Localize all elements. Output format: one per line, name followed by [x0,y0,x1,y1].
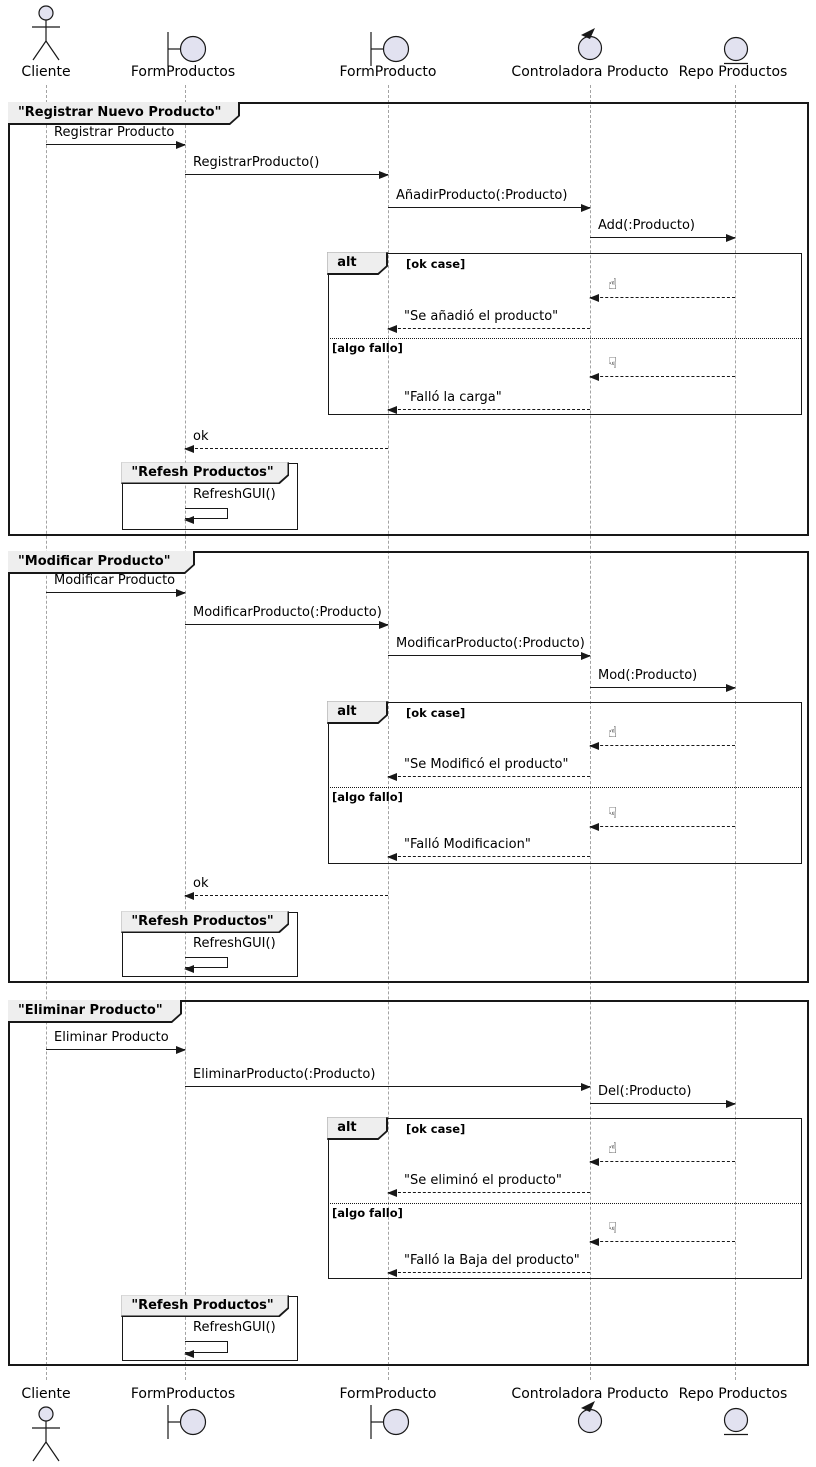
return-message: "Falló Modificacion" [387,835,590,861]
lifeline-formproducto [388,85,389,1380]
return-message: ok [184,427,388,453]
lifeline-repo [735,85,736,1380]
guard-ok-case: [ok case] [406,257,466,271]
fragment-title: "Eliminar Producto" [18,1002,163,1018]
participant-label: FormProductos [130,1386,236,1402]
thumbs-up-icon: ☝ [608,1139,618,1157]
alt-operator: alt [337,703,357,719]
control-icon [577,1401,603,1434]
alt-operator: alt [337,254,357,270]
thumbs-down-icon: ☟ [608,354,618,372]
return-message: ☝ [589,723,735,750]
message: AñadirProducto(:Producto) [388,186,591,212]
message: ModificarProducto(:Producto) [185,603,389,629]
message: Add(:Producto) [590,216,736,242]
self-message-arrow [184,1341,228,1358]
self-message-label: RefreshGUI() [193,1320,276,1335]
fragment-header: "Registrar Nuevo Producto" [8,102,240,125]
fragment-modificar-producto: "Modificar Producto" [8,551,809,983]
lifeline-formproductos [185,85,186,1380]
return-message: "Se Modificó el producto" [387,755,590,781]
participant-label: Controladora Producto [511,64,669,80]
group-header: "Refesh Productos" [121,911,289,933]
participant-label: FormProducto [339,1386,437,1402]
self-message-arrow [184,508,228,524]
guard-algo-fallo: [algo fallo] [332,1206,403,1220]
group-refresh-productos: "Refesh Productos" [122,912,298,977]
group-title: "Refesh Productos" [131,1297,274,1313]
entity-icon [723,1407,749,1436]
alt-fragment: alt [328,1118,802,1279]
return-message: "Se eliminó el producto" [387,1171,590,1197]
alt-header: alt [327,701,388,724]
group-refresh-productos: "Refesh Productos" [122,463,298,530]
message: ModificarProducto(:Producto) [388,634,591,660]
thumbs-down-icon: ☟ [608,1219,618,1237]
message: Registrar Producto [46,123,186,149]
message: RegistrarProducto() [185,153,389,179]
boundary-icon [370,1405,410,1439]
group-title: "Refesh Productos" [131,464,274,480]
guard-ok-case: [ok case] [406,706,466,720]
message: Del(:Producto) [590,1082,736,1108]
self-message-arrow [184,957,228,973]
fragment-header: "Modificar Producto" [8,551,195,574]
participant-label: Cliente [21,1386,71,1402]
fragment-registrar-nuevo-producto: "Registrar Nuevo Producto" [8,102,809,536]
return-message: ☟ [589,804,735,831]
control-icon [577,28,603,61]
alt-header: alt [327,1117,388,1140]
actor-icon [32,5,60,61]
group-title: "Refesh Productos" [131,913,274,929]
message: EliminarProducto(:Producto) [185,1065,591,1091]
return-message: "Falló la Baja del producto" [387,1251,590,1277]
lifeline-controladora [590,85,591,1380]
message: Eliminar Producto [46,1028,186,1054]
alt-header: alt [327,252,388,275]
thumbs-up-icon: ☝ [608,275,618,293]
return-message: ok [184,874,388,900]
return-message: "Falló la carga" [387,388,590,414]
thumbs-up-icon: ☝ [608,723,618,741]
boundary-icon [370,32,410,66]
entity-icon [723,36,749,65]
return-message: ☟ [589,1219,735,1246]
self-message-label: RefreshGUI() [193,487,276,502]
guard-ok-case: [ok case] [406,1122,466,1136]
actor-icon [32,1406,60,1462]
participant-label: Repo Productos [678,1386,788,1402]
message: Modificar Producto [46,571,186,597]
lifeline-cliente [46,85,47,1380]
participant-label: FormProductos [130,64,236,80]
alt-fragment: alt [328,253,802,415]
return-message: "Se añadió el producto" [387,307,590,333]
participant-label: Controladora Producto [511,1386,669,1402]
alt-divider [330,1203,801,1204]
group-header: "Refesh Productos" [121,462,289,484]
alt-divider [330,338,801,339]
thumbs-down-icon: ☟ [608,804,618,822]
participant-label: Cliente [21,64,71,80]
message: Mod(:Producto) [590,666,736,692]
guard-algo-fallo: [algo fallo] [332,341,403,355]
fragment-header: "Eliminar Producto" [8,1000,182,1023]
return-message: ☝ [589,1139,735,1166]
boundary-icon [167,1405,207,1439]
participant-label: Repo Productos [678,64,788,80]
group-header: "Refesh Productos" [121,1295,289,1317]
fragment-eliminar-producto: "Eliminar Producto" [8,1000,809,1366]
fragment-title: "Modificar Producto" [18,553,171,569]
participant-label: FormProducto [339,64,437,80]
group-refresh-productos: "Refesh Productos" [122,1296,298,1361]
alt-divider [330,787,801,788]
alt-fragment: alt [328,702,802,864]
alt-operator: alt [337,1119,357,1135]
return-message: ☝ [589,275,735,302]
return-message: ☟ [589,354,735,381]
fragment-title: "Registrar Nuevo Producto" [18,104,222,120]
self-message-label: RefreshGUI() [193,936,276,951]
boundary-icon [167,32,207,66]
guard-algo-fallo: [algo fallo] [332,790,403,804]
